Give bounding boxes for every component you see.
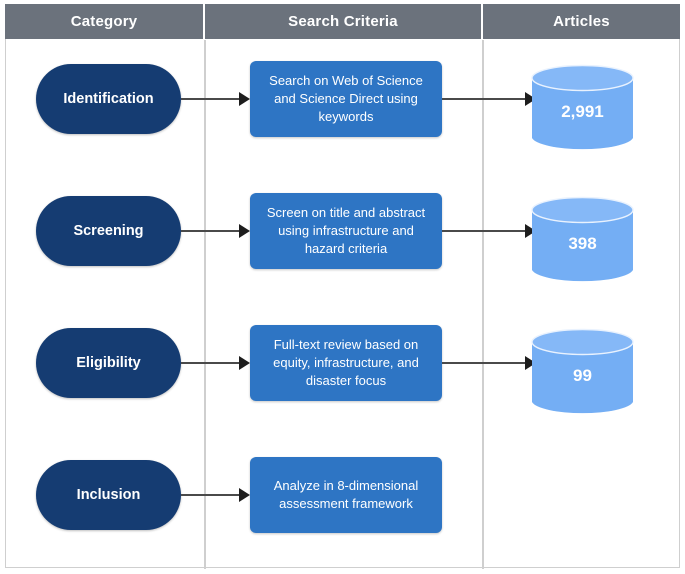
criteria-box-screening[interactable]: Screen on title and abstract using infra… bbox=[250, 193, 442, 269]
articles-cylinder-eligibility[interactable]: 99 bbox=[531, 328, 634, 415]
criteria-box-eligibility[interactable]: Full-text review based on equity, infras… bbox=[250, 325, 442, 401]
database-cylinder-icon bbox=[531, 64, 634, 150]
flow-row: Identification Search on Web of Science … bbox=[5, 39, 680, 171]
arrow-shaft bbox=[442, 362, 525, 364]
category-pill-inclusion[interactable]: Inclusion bbox=[36, 460, 181, 530]
arrow-category-to-criteria bbox=[181, 224, 250, 238]
criteria-box-identification[interactable]: Search on Web of Science and Science Dir… bbox=[250, 61, 442, 137]
articles-cylinder-screening[interactable]: 398 bbox=[531, 196, 634, 283]
column-divider-2 bbox=[482, 40, 484, 569]
arrow-shaft bbox=[442, 230, 525, 232]
arrow-category-to-criteria bbox=[181, 356, 250, 370]
arrow-shaft bbox=[181, 494, 239, 496]
column-header-articles: Articles bbox=[483, 4, 680, 39]
flow-row: Eligibility Full-text review based on eq… bbox=[5, 303, 680, 435]
criteria-box-inclusion[interactable]: Analyze in 8-dimensional assessment fram… bbox=[250, 457, 442, 533]
arrow-criteria-to-articles bbox=[442, 356, 536, 370]
column-header-category: Category bbox=[5, 4, 205, 39]
arrow-criteria-to-articles bbox=[442, 224, 536, 238]
table-header: Category Search Criteria Articles bbox=[5, 4, 680, 39]
arrow-head-icon bbox=[239, 92, 250, 106]
arrow-shaft bbox=[181, 230, 239, 232]
arrow-head-icon bbox=[525, 92, 536, 106]
arrow-head-icon bbox=[239, 356, 250, 370]
category-pill-eligibility[interactable]: Eligibility bbox=[36, 328, 181, 398]
arrow-head-icon bbox=[239, 488, 250, 502]
category-pill-identification[interactable]: Identification bbox=[36, 64, 181, 134]
flow-rows: Identification Search on Web of Science … bbox=[5, 39, 680, 568]
arrow-category-to-criteria bbox=[181, 488, 250, 502]
arrow-category-to-criteria bbox=[181, 92, 250, 106]
database-cylinder-icon bbox=[531, 328, 634, 414]
arrow-criteria-to-articles bbox=[442, 92, 536, 106]
articles-cylinder-identification[interactable]: 2,991 bbox=[531, 64, 634, 151]
category-pill-screening[interactable]: Screening bbox=[36, 196, 181, 266]
database-cylinder-icon bbox=[531, 196, 634, 282]
arrow-shaft bbox=[181, 98, 239, 100]
column-header-search-criteria: Search Criteria bbox=[205, 4, 483, 39]
arrow-shaft bbox=[442, 98, 525, 100]
column-divider-1 bbox=[204, 40, 206, 569]
arrow-shaft bbox=[181, 362, 239, 364]
flow-row: Inclusion Analyze in 8-dimensional asses… bbox=[5, 435, 680, 567]
arrow-head-icon bbox=[525, 356, 536, 370]
arrow-head-icon bbox=[525, 224, 536, 238]
flow-row: Screening Screen on title and abstract u… bbox=[5, 171, 680, 303]
arrow-head-icon bbox=[239, 224, 250, 238]
